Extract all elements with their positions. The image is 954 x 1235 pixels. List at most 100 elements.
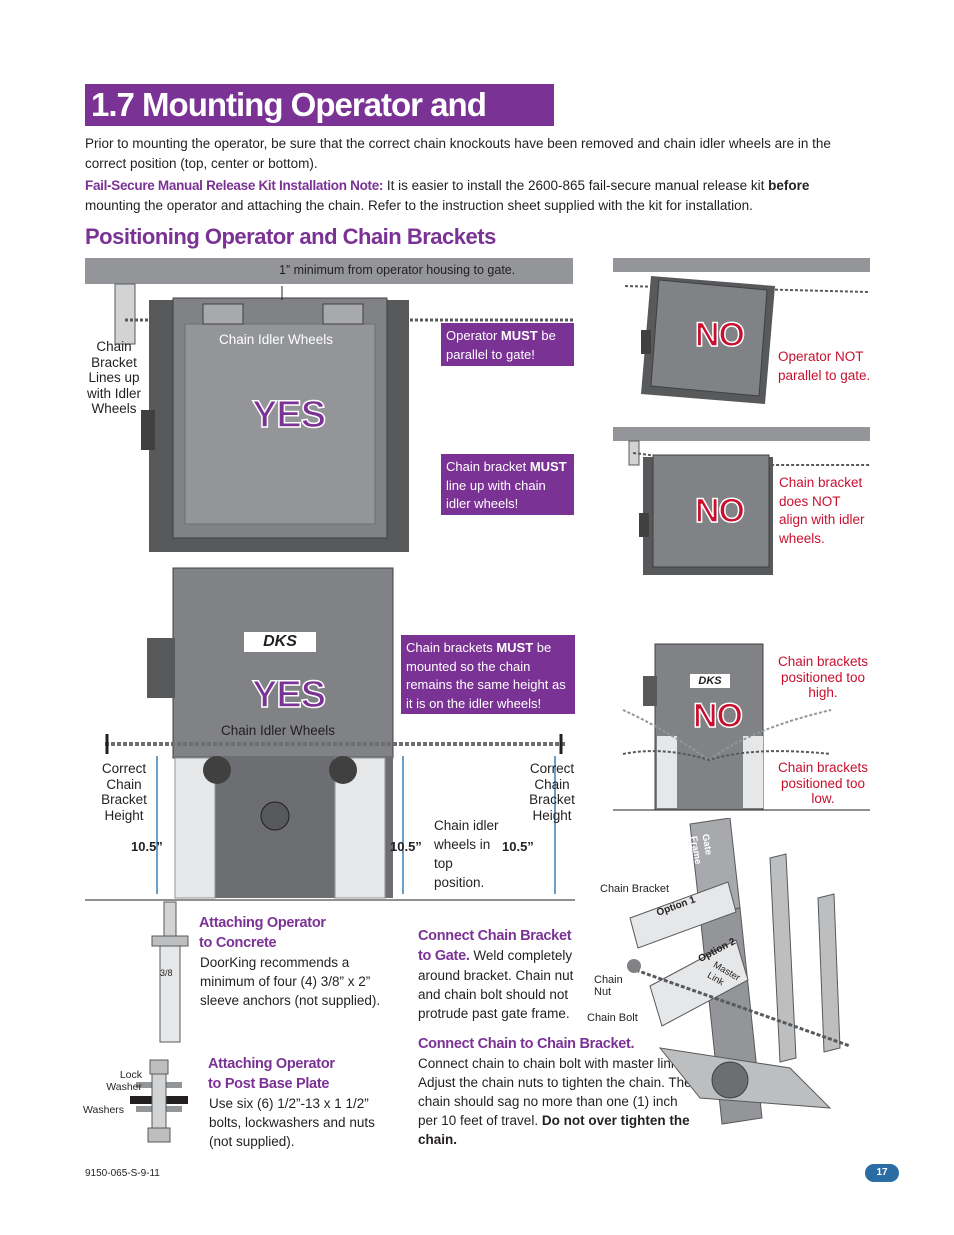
dimension-right-label: 10.5” — [502, 839, 534, 854]
concrete-heading: Attaching Operator to Concrete — [199, 913, 326, 953]
chain-high — [622, 709, 832, 762]
too-low-note: Chain brackets positioned too low. — [777, 760, 869, 806]
misaligned-note: Chain bracket does NOT align with idler … — [779, 475, 865, 546]
operator-side-box — [141, 410, 155, 450]
option-1-bracket — [629, 881, 737, 949]
yes-mark-top: YES — [251, 393, 327, 437]
post-base-text: Use six (6) 1/2”-13 x 1 1/2” bolts, lock… — [209, 1096, 375, 1149]
dks-logo: DKS — [244, 632, 316, 652]
drive-sprocket — [260, 801, 290, 831]
page-number-badge: 17 — [865, 1164, 899, 1182]
gate-bar — [613, 427, 870, 441]
bolt-head — [147, 1127, 171, 1143]
post-left — [657, 736, 677, 808]
intro-paragraph: Prior to mounting the operator, be sure … — [85, 136, 831, 171]
document-code: 9150-065-S-9-11 — [85, 1168, 160, 1179]
chain-low — [622, 750, 832, 762]
idler-position-note: Chain idler wheels in top position. — [434, 818, 499, 890]
vertical-bar-2 — [817, 893, 841, 1053]
vertical-bar-1 — [769, 853, 797, 1063]
not-parallel-note: Operator NOT parallel to gate. — [778, 349, 871, 383]
install-note-text-2: mounting the operator and attaching the … — [85, 198, 753, 213]
bolt-shaft — [151, 1073, 167, 1129]
option-2-bracket — [649, 939, 749, 1027]
callout-parallel-text-2: be parallel to gate! — [446, 328, 556, 362]
operator-side-box — [639, 513, 649, 537]
sleeve-anchor-diagram — [151, 901, 189, 1043]
callout-same-height-text: Chain brackets — [406, 640, 497, 655]
chain-connect-text-body: Connect chain to chain bolt with master … — [418, 1056, 692, 1128]
section-heading: Positioning Operator and Chain Brackets — [85, 224, 496, 249]
operator-housing — [172, 567, 394, 759]
idler-wheels-label-mid: Chain Idler Wheels — [221, 723, 336, 738]
no-mark-3: NO — [692, 696, 744, 736]
operator-front-view-diagram — [85, 567, 575, 901]
idler-wheels-label: Chain Idler Wheels — [219, 332, 334, 347]
correct-height-left: Correct Chain Bracket Height — [101, 761, 147, 823]
anchor-sleeve — [159, 945, 181, 1043]
bracket-misaligned-diagram — [613, 427, 870, 575]
too-high-note: Chain brackets positioned too high. — [777, 654, 869, 700]
dimension-center-label: 10.5” — [390, 839, 422, 854]
operator-side-box — [147, 638, 175, 698]
post-base-heading-line2: to Post Base Plate — [208, 1076, 330, 1092]
dks-logo-small: DKS — [690, 674, 730, 688]
lock-washer-label: Lock Washer — [106, 1069, 142, 1093]
callout-parallel-text: Operator — [446, 328, 501, 343]
callout-same-height: Chain brackets MUST be mounted so the ch… — [401, 635, 575, 714]
operator-housing — [652, 454, 770, 568]
operator-side-box — [641, 330, 651, 354]
gate-wheel — [711, 1061, 749, 1099]
callout-line-up-text: Chain bracket — [446, 459, 530, 474]
callout-same-height-bold: MUST — [496, 640, 534, 655]
operator-housing — [650, 279, 768, 397]
nut — [149, 1059, 169, 1075]
post-base-heading: Attaching Operator to Post Base Plate — [208, 1054, 335, 1094]
bolt-assembly-diagram — [130, 1059, 188, 1143]
concrete-heading-line1: Attaching Operator — [199, 915, 326, 931]
idler-wheel-left — [202, 303, 244, 325]
callout-same-height-text-2: be mounted so the chain remains the same… — [406, 640, 566, 711]
idler-wheel-right — [322, 303, 364, 325]
idler-wheel-left — [203, 756, 231, 784]
install-note-text: It is easier to install the 2600-865 fai… — [383, 178, 769, 193]
gate-frame-diagram — [627, 818, 851, 1125]
gate-clearance-note: 1” minimum from operator housing to gate… — [279, 263, 516, 277]
gate-frame-label: Gate Frame — [687, 833, 714, 866]
chain-connect-warning: Do not over tighten the chain. — [418, 1113, 690, 1147]
chain-nut-label: Chain Nut — [594, 974, 623, 998]
yes-mark-mid: YES — [251, 673, 327, 717]
callout-line-up-text-2: line up with chain idler wheels! — [446, 477, 546, 512]
operator-side-box — [643, 676, 657, 706]
anchor-size-label: 3/8 — [160, 968, 173, 978]
gate-bar — [85, 258, 573, 284]
chain-nut — [627, 959, 641, 973]
dimension-left-label: 10.5” — [131, 839, 163, 854]
no-mark-1: NO — [694, 315, 746, 355]
operator-top-view-diagram — [85, 258, 573, 552]
chain-bracket — [114, 283, 136, 345]
install-note-label: Fail-Secure Manual Release Kit Installat… — [85, 178, 384, 193]
washers-label: Washers — [83, 1104, 125, 1116]
gate-bracket-block: Connect Chain Bracket to Gate. Weld comp… — [418, 926, 584, 1023]
callout-line-up-bold: MUST — [529, 459, 567, 474]
chain — [629, 966, 851, 1048]
chain-bolt-label: Chain Bolt — [587, 1012, 638, 1024]
callout-parallel: Operator MUST be parallel to gate! — [441, 323, 574, 366]
idler-wheel-right — [329, 756, 357, 784]
callout-parallel-bold: MUST — [500, 328, 538, 343]
concrete-heading-line2: to Concrete — [199, 935, 277, 951]
concrete-text: DoorKing recommends a minimum of four (4… — [200, 955, 381, 1008]
bracket-height-wrong-diagram — [613, 643, 870, 811]
install-note: Fail-Secure Manual Release Kit Installat… — [85, 176, 875, 216]
no-mark-2: NO — [694, 491, 746, 531]
install-note-bold: before — [768, 178, 810, 193]
gate-bracket-text: Weld completely around bracket. Chain nu… — [418, 948, 574, 1021]
gate-bar — [613, 258, 870, 272]
gate-bracket-heading: Connect Chain Bracket to Gate. — [418, 928, 572, 964]
post-base-heading-line1: Attaching Operator — [208, 1056, 335, 1072]
chain-connect-heading: Connect Chain to Chain Bracket. — [418, 1036, 635, 1052]
callout-line-up: Chain bracket MUST line up with chain id… — [441, 454, 574, 515]
correct-height-right: Correct Chain Bracket Height — [529, 761, 575, 823]
anchor-washer — [151, 935, 189, 947]
